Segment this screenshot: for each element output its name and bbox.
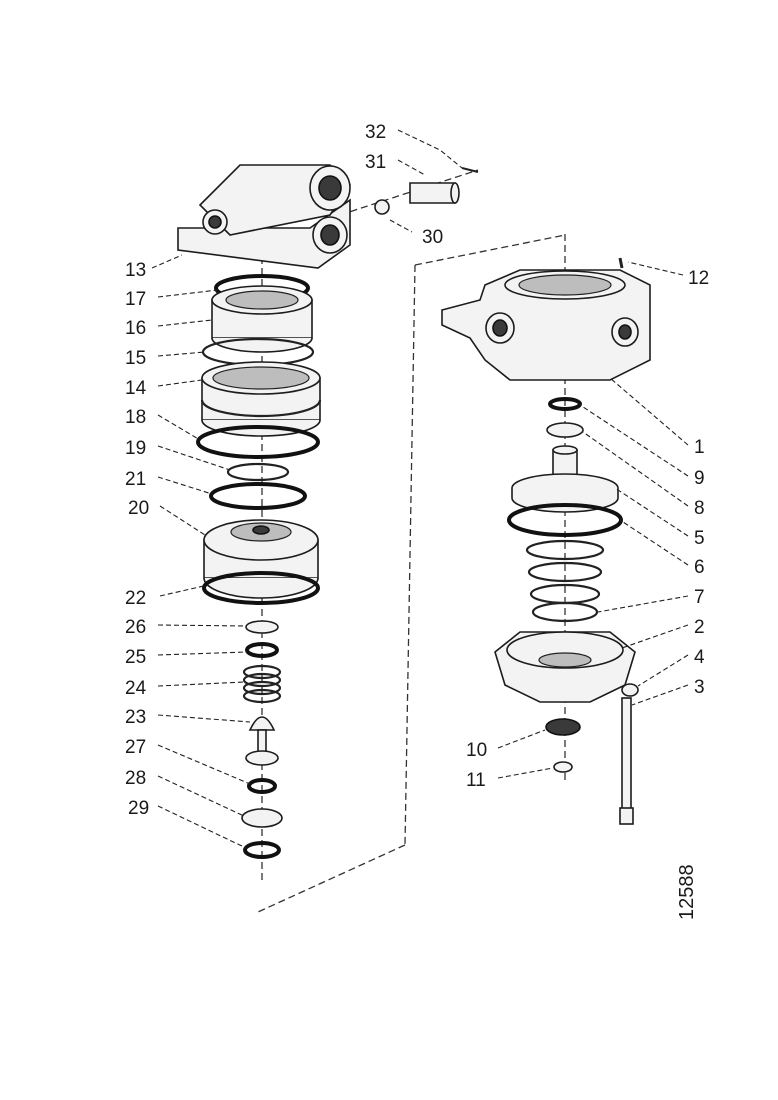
callout-6: 6 [694, 557, 705, 578]
part-30-nut [374, 199, 390, 215]
part-29-seal [243, 841, 281, 859]
callout-20: 20 [128, 498, 149, 519]
callout-19: 19 [125, 438, 146, 459]
callout-2: 2 [694, 617, 705, 638]
part-31-filter [409, 182, 460, 204]
part-28-washer [241, 808, 283, 828]
part-3-bolt [619, 697, 634, 825]
callout-18: 18 [125, 407, 146, 428]
part-26-washer [245, 620, 279, 634]
callout-15: 15 [125, 348, 146, 369]
callout-25: 25 [125, 647, 146, 668]
part-20-piston [203, 519, 319, 599]
callout-26: 26 [125, 617, 146, 638]
part-19-ring [226, 462, 290, 482]
callout-7: 7 [694, 587, 705, 608]
callout-1: 1 [694, 437, 705, 458]
part-9-seal [548, 397, 582, 411]
part-7-spring [525, 539, 605, 623]
callout-11: 11 [466, 770, 486, 791]
callout-27: 27 [125, 737, 146, 758]
callout-23: 23 [125, 707, 146, 728]
part-1-housing [441, 269, 651, 381]
part-14-piston-body [200, 361, 322, 437]
part-11-washer [553, 761, 573, 773]
callout-22: 22 [125, 588, 146, 609]
callout-labels: 32 31 30 13 17 16 15 14 18 19 21 20 22 2… [125, 122, 709, 819]
leader-lines [151, 129, 689, 849]
part-18-o-ring [196, 425, 320, 459]
part-25-seal [245, 642, 279, 658]
callout-32: 32 [365, 122, 386, 143]
part-5-piston [511, 445, 619, 513]
callout-24: 24 [125, 678, 147, 699]
callout-13: 13 [125, 260, 146, 281]
callout-4: 4 [694, 647, 705, 668]
part-12-screw [618, 257, 624, 269]
part-2-lower-body [494, 631, 636, 703]
part-8-washer [546, 422, 584, 438]
part-23-valve [245, 716, 279, 766]
callout-29: 29 [128, 798, 149, 819]
callout-31: 31 [365, 152, 386, 173]
part-4-nut [621, 683, 639, 697]
part-6-o-ring [507, 503, 623, 537]
callout-14: 14 [125, 378, 147, 399]
part-32-pin [461, 167, 479, 173]
part-16-cylinder-sleeve [211, 285, 313, 353]
part-27-seal [247, 778, 277, 794]
callout-28: 28 [125, 768, 146, 789]
callout-3: 3 [694, 677, 705, 698]
part-22-o-ring [202, 571, 320, 605]
part-10-filter [545, 718, 581, 736]
callout-16: 16 [125, 318, 146, 339]
callout-8: 8 [694, 498, 705, 519]
callout-10: 10 [466, 740, 487, 761]
callout-12: 12 [688, 268, 709, 289]
part-21-o-ring [209, 482, 307, 510]
callout-5: 5 [694, 528, 705, 549]
callout-30: 30 [422, 227, 443, 248]
callout-17: 17 [125, 289, 146, 310]
callout-9: 9 [694, 468, 705, 489]
drawing-number: 12588 [676, 864, 698, 920]
part-24-spring [242, 664, 282, 704]
callout-21: 21 [125, 469, 146, 490]
part-13-top-cover [177, 164, 352, 269]
